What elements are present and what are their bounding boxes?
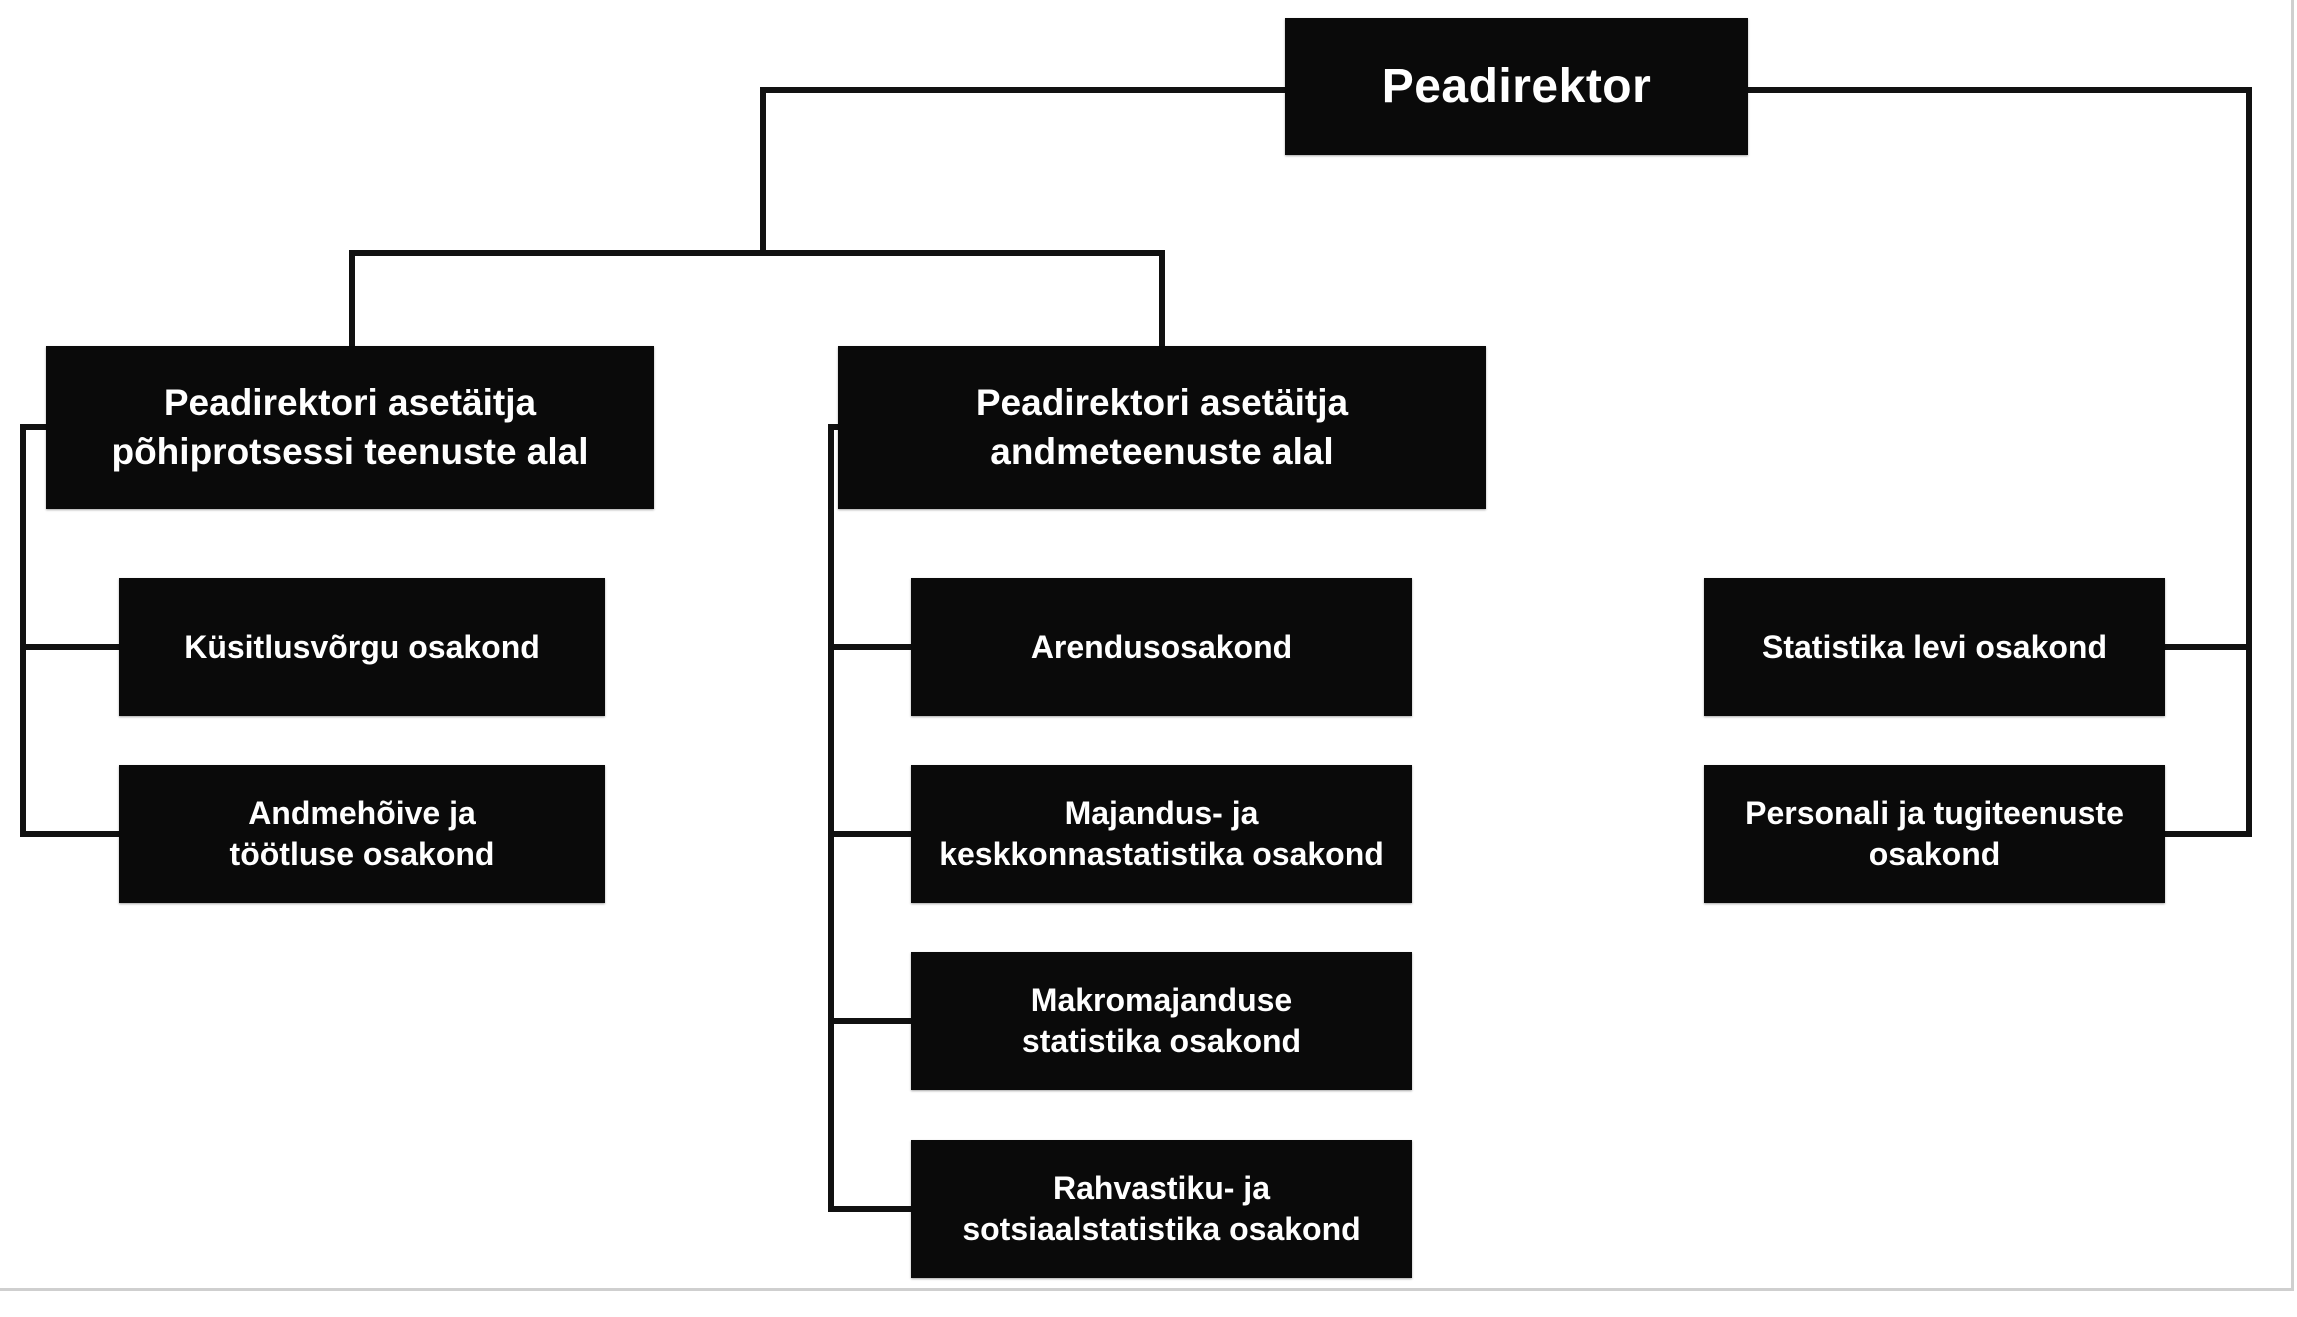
connector-branch3-rail-v	[2246, 87, 2252, 837]
connector-deputy2-drop-v	[1159, 250, 1165, 346]
connector-branch2-row4-h	[828, 1206, 911, 1212]
connector-branch1-row1-h	[20, 644, 119, 650]
node-andmehoive-tootluse-osakond: Andmehõive ja töötluse osakond	[119, 765, 605, 903]
connector-branch3-row2-h	[2165, 831, 2246, 837]
connector-branch1-stub-h	[20, 424, 46, 430]
frame-bottom-border	[0, 1288, 2294, 1291]
connector-deputy1-drop-v	[349, 250, 355, 346]
connector-branch2-stub-h	[828, 424, 840, 430]
connector-branch2-row3-h	[828, 1018, 911, 1024]
connector-root-left-h	[760, 87, 1285, 93]
connector-branch1-rail-v	[20, 424, 26, 837]
connector-branch2-row1-h	[828, 644, 911, 650]
node-makromajanduse-statistika-osakond: Makromajanduse statistika osakond	[911, 952, 1412, 1090]
connector-branch3-row1-h	[2165, 644, 2246, 650]
connector-deputies-h	[349, 250, 1165, 256]
connector-root-right-h	[1748, 87, 2252, 93]
frame-right-border	[2291, 0, 2294, 1290]
connector-branch1-row2-h	[20, 831, 119, 837]
node-kysitlusvorgu-osakond: Küsitlusvõrgu osakond	[119, 578, 605, 716]
connector-branch2-row2-h	[828, 831, 911, 837]
node-personali-tugiteenuste-osakond: Personali ja tugiteenuste osakond	[1704, 765, 2165, 903]
node-peadirektor: Peadirektor	[1285, 18, 1748, 155]
node-arendusosakond: Arendusosakond	[911, 578, 1412, 716]
node-deputy-andmeteenused: Peadirektori asetäitja andmeteenuste ala…	[838, 346, 1486, 509]
node-deputy-pohiprotsessi-teenused: Peadirektori asetäitja põhiprotsessi tee…	[46, 346, 654, 509]
connector-root-left-v	[760, 87, 766, 253]
node-rahvastiku-sotsiaalstatistika-osakond: Rahvastiku- ja sotsiaalstatistika osakon…	[911, 1140, 1412, 1278]
node-majandus-keskkonnastatistika-osakond: Majandus- ja keskkonnastatistika osakond	[911, 765, 1412, 903]
connector-branch2-rail-v	[828, 424, 834, 1212]
node-statistika-levi-osakond: Statistika levi osakond	[1704, 578, 2165, 716]
